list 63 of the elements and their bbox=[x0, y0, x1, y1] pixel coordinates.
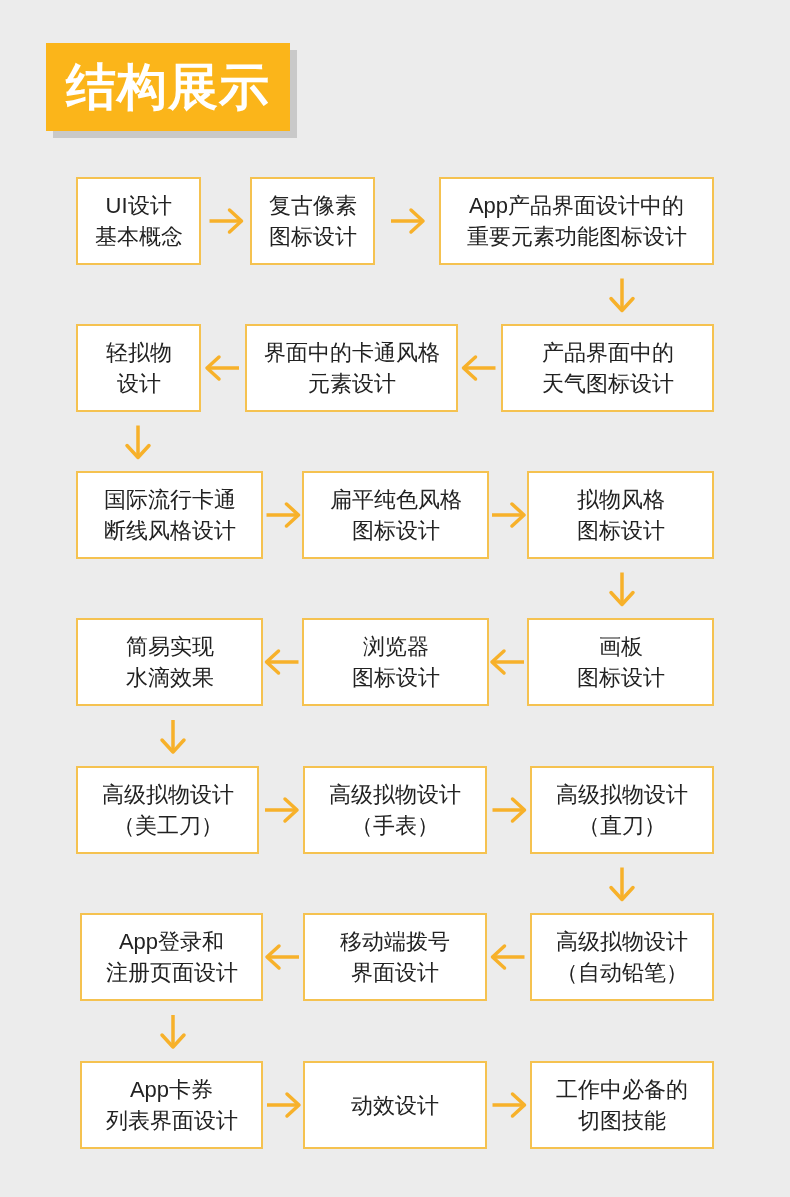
arrow bbox=[264, 649, 299, 675]
process-box bbox=[530, 1061, 714, 1149]
arrow bbox=[490, 944, 525, 970]
node-label: 高级拟物设计（直刀） bbox=[556, 781, 688, 840]
process-box bbox=[302, 471, 489, 559]
process-box bbox=[76, 471, 263, 559]
arrow bbox=[209, 208, 244, 234]
arrow bbox=[266, 502, 301, 528]
node-label: 高级拟物设计（自动铅笔） bbox=[556, 928, 688, 987]
process-box bbox=[250, 177, 375, 265]
process-box bbox=[439, 177, 714, 265]
arrow bbox=[265, 944, 299, 970]
process-box bbox=[501, 324, 714, 412]
node-label: 动效设计 bbox=[351, 1091, 439, 1120]
process-box bbox=[76, 766, 259, 854]
process-box bbox=[245, 324, 458, 412]
node-label: UI设计基本概念 bbox=[94, 192, 183, 251]
process-box bbox=[303, 766, 487, 854]
arrow bbox=[267, 1092, 301, 1118]
arrow bbox=[265, 797, 299, 823]
node-label: App产品界面设计中的重要元素功能图标设计 bbox=[466, 192, 687, 251]
arrow bbox=[391, 208, 425, 234]
node-label: 复古像素图标设计 bbox=[268, 192, 357, 251]
node-label: 扁平纯色风格图标设计 bbox=[329, 486, 462, 545]
node-label: 产品界面中的天气图标设计 bbox=[541, 339, 674, 398]
node-label: 轻拟物设计 bbox=[105, 339, 172, 398]
process-box bbox=[76, 618, 263, 706]
arrow bbox=[609, 867, 635, 902]
process-box bbox=[527, 618, 714, 706]
node-label: 移动端拨号界面设计 bbox=[340, 928, 450, 987]
arrow bbox=[125, 425, 151, 460]
title-banner: 结构展示 bbox=[46, 43, 297, 138]
process-box bbox=[76, 324, 201, 412]
arrow bbox=[609, 278, 635, 313]
process-box bbox=[303, 1061, 487, 1149]
process-box bbox=[80, 1061, 263, 1149]
process-box bbox=[530, 766, 714, 854]
node-label: App登录和注册页面设计 bbox=[105, 928, 238, 987]
arrow bbox=[160, 720, 186, 754]
arrow bbox=[490, 649, 524, 675]
arrow bbox=[205, 355, 239, 381]
arrow bbox=[492, 1092, 527, 1118]
process-box bbox=[302, 618, 489, 706]
node-label: 浏览器图标设计 bbox=[351, 633, 440, 692]
node-label: 高级拟物设计（美工刀） bbox=[101, 781, 234, 840]
node-label: App卡券列表界面设计 bbox=[105, 1076, 238, 1135]
node-label: 高级拟物设计（手表） bbox=[329, 781, 461, 840]
process-box bbox=[530, 913, 714, 1001]
arrow bbox=[461, 355, 496, 381]
process-box bbox=[76, 177, 201, 265]
node-label: 拟物风格图标设计 bbox=[576, 486, 665, 545]
process-box bbox=[80, 913, 263, 1001]
process-box bbox=[527, 471, 714, 559]
arrow bbox=[609, 572, 635, 607]
node-label: 界面中的卡通风格元素设计 bbox=[263, 339, 440, 398]
node-label: 工作中必备的切图技能 bbox=[556, 1076, 688, 1135]
arrow bbox=[492, 502, 526, 528]
arrow bbox=[160, 1015, 186, 1049]
node-label: 国际流行卡通断线风格设计 bbox=[103, 486, 236, 545]
process-box bbox=[303, 913, 487, 1001]
node-label: 画板图标设计 bbox=[576, 633, 665, 692]
node-label: 简易实现水滴效果 bbox=[125, 633, 214, 692]
arrow bbox=[492, 797, 527, 823]
